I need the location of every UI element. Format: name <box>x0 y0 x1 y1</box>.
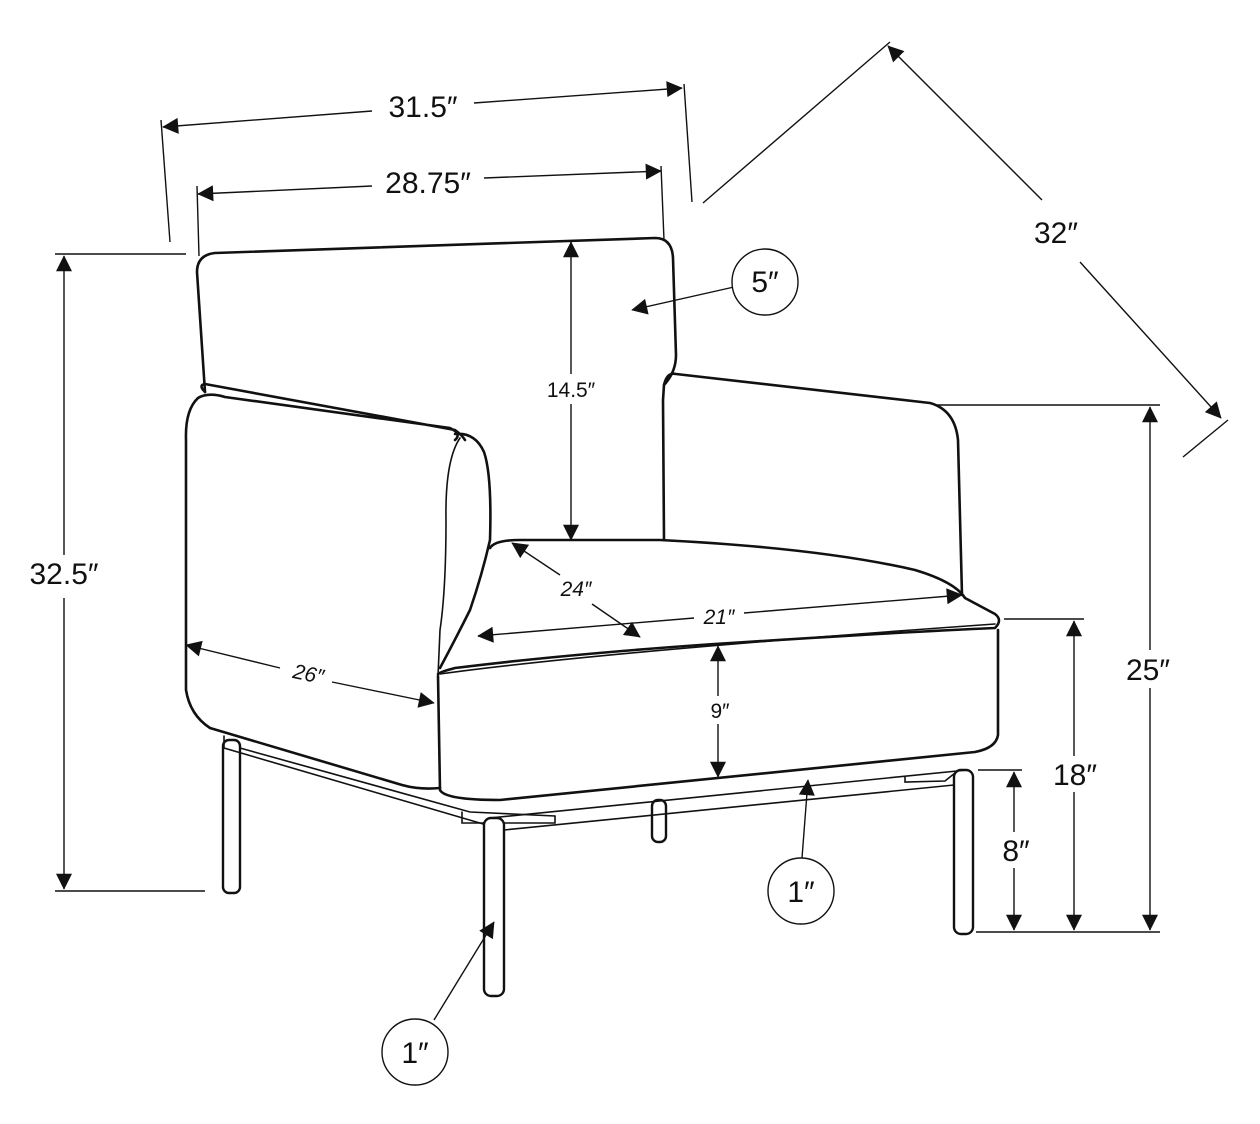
left-arm-seam <box>437 437 461 677</box>
frame-rail-front <box>489 769 968 819</box>
dim-line-back-width <box>197 185 373 202</box>
dimension-lines <box>55 41 1229 1021</box>
back-right-leg <box>650 798 668 844</box>
right-arm <box>662 372 964 597</box>
label-frame-thickness: 1″ <box>787 876 815 909</box>
label-seat-depth: 24″ <box>560 578 593 601</box>
frame-rail-left <box>223 735 491 827</box>
label-seat-width: 21″ <box>703 606 736 629</box>
label-back-width: 28.75″ <box>385 167 471 200</box>
label-overall-depth: 32″ <box>1034 217 1078 250</box>
front-left-leg <box>482 816 506 998</box>
label-back-height: 14.5″ <box>547 379 596 402</box>
back-left-leg <box>221 738 242 895</box>
frame-rail-left-bottom <box>239 747 556 817</box>
seat-front <box>436 628 1000 802</box>
dim-line-seat-width <box>477 617 695 643</box>
frame-rail-front-2 <box>503 784 955 831</box>
frame-bracket-right <box>904 772 956 783</box>
callout-circle-frame <box>767 857 835 925</box>
callout-circle-back-thickness <box>731 248 799 316</box>
dim-line-overall-width <box>162 110 373 134</box>
left-arm-inner <box>438 432 492 670</box>
callout-arrow-back-thickness <box>631 286 735 315</box>
label-arm-height: 25″ <box>1126 654 1170 687</box>
label-arm-depth: 26″ <box>290 660 327 689</box>
frame-bracket <box>461 811 556 824</box>
label-overall-width: 31.5″ <box>388 91 457 124</box>
label-leg-thickness: 1″ <box>401 1037 429 1070</box>
dimension-labels: 31.5″ 28.75″ 32″ 5″ 14.5″ 32.5″ 24″ 21″ … <box>29 91 1170 1070</box>
label-overall-height: 32.5″ <box>29 558 98 591</box>
callout-arrow-frame <box>798 779 815 859</box>
seat-cushion-welt <box>439 623 996 675</box>
left-arm <box>184 382 467 790</box>
chair-outline <box>184 236 1001 998</box>
dim-line-overall-depth <box>887 45 1043 201</box>
label-back-cushion-thickness: 5″ <box>751 266 779 299</box>
seat-cushion-top <box>436 538 1001 676</box>
label-clearance: 8″ <box>1002 835 1030 868</box>
backrest <box>195 236 678 542</box>
label-seat-cushion-height: 9″ <box>710 700 730 723</box>
callout-arrow-leg <box>433 921 495 1021</box>
callout-circle-leg <box>381 1018 449 1086</box>
dim-line-seat-depth <box>511 542 561 576</box>
front-right-leg <box>952 768 975 936</box>
label-seat-height: 18″ <box>1053 759 1097 792</box>
dim-line-arm-depth <box>185 640 281 669</box>
